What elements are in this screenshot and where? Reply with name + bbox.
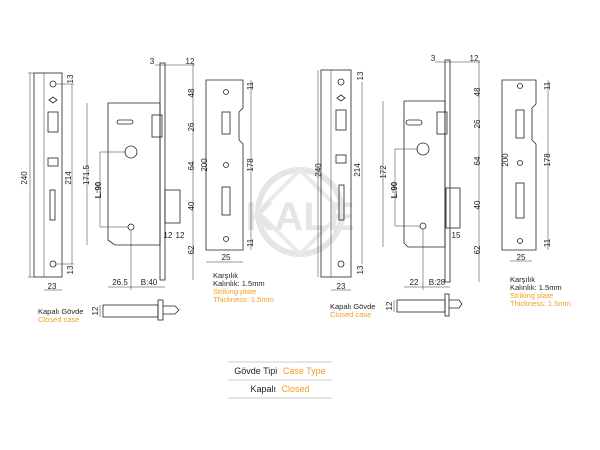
right-plate-thickness: 3 xyxy=(431,54,436,63)
right-strike-thickness-tr: Kalınlık: 1.5mm xyxy=(510,283,562,292)
case-type-value-en: Closed xyxy=(282,384,310,394)
left-back: 26.5 xyxy=(112,278,128,287)
case-type-label-tr: Gövde Tipi xyxy=(234,366,277,376)
left-plate-thickness: 3 xyxy=(150,57,155,66)
left-backset: B:40 xyxy=(141,278,158,287)
case-type-table: Gövde Tipi Case Type Kapalı Closed xyxy=(228,361,332,399)
right-strike-hole-span: 178 xyxy=(543,153,552,167)
right-dim-62: 62 xyxy=(473,245,482,254)
left-closed-thickness: 12 xyxy=(91,306,100,315)
left-faceplate xyxy=(28,72,74,291)
right-dim-40: 40 xyxy=(473,200,482,209)
left-dim-40: 40 xyxy=(187,201,196,210)
left-closed-case-view xyxy=(99,299,180,321)
left-lock-case xyxy=(86,62,195,290)
right-case-height: 172 xyxy=(379,165,388,179)
left-strike-thickness-tr: Kalınlık: 1.5mm xyxy=(213,279,265,288)
right-faceplate-length: 240 xyxy=(314,163,323,177)
right-closed-thickness: 12 xyxy=(385,301,394,310)
right-strike-length: 200 xyxy=(501,153,510,167)
left-closed-case-label-tr: Kapalı Gövde xyxy=(38,307,83,316)
right-closed-case-label-en: Closed case xyxy=(330,310,371,319)
left-dim-12b: 12 xyxy=(176,231,185,240)
svg-text:Gövde Tipi Case Type: Gövde Tipi Case Type xyxy=(234,366,325,376)
right-closed-case-label-tr: Kapalı Gövde xyxy=(330,302,375,311)
right-dim-64: 64 xyxy=(473,156,482,165)
left-dim-12a: 12 xyxy=(164,231,173,240)
right-faceplate-top: 13 xyxy=(356,71,365,80)
left-closed-case-label-en: Closed case xyxy=(38,315,79,324)
right-dim-48: 48 xyxy=(473,87,482,96)
left-lip: 12 xyxy=(186,57,195,66)
case-type-label-en: Case Type xyxy=(283,366,326,376)
right-lock-case xyxy=(382,59,480,290)
left-dim-64: 64 xyxy=(187,161,196,170)
left-faceplate-bottom: 13 xyxy=(66,265,75,274)
right-strike-label-en: Striking plate xyxy=(510,291,553,300)
left-dim-62: 62 xyxy=(187,245,196,254)
right-dim-26: 26 xyxy=(473,119,482,128)
right-back: 22 xyxy=(410,278,419,287)
left-strike-bottom: 11 xyxy=(246,238,255,247)
left-strike-hole-span: 178 xyxy=(246,158,255,172)
left-faceplate-hole-span: 214 xyxy=(64,171,73,185)
right-backset: B:28 xyxy=(429,278,446,287)
right-strike-width: 25 xyxy=(517,253,526,262)
left-strike-label-en: Striking plate xyxy=(213,287,256,296)
left-faceplate-length: 240 xyxy=(20,171,29,185)
left-dim-48: 48 xyxy=(187,88,196,97)
left-strike-width: 25 xyxy=(222,253,231,262)
left-case-height: 171.5 xyxy=(82,164,91,185)
right-faceplate xyxy=(317,69,363,291)
left-strike-thickness-en: Thickness: 1.5mm xyxy=(213,295,274,304)
right-strike-thickness-en: Thickness: 1.5mm xyxy=(510,299,571,308)
right-strike-label-tr: Karşılık xyxy=(510,275,535,284)
right-faceplate-width: 23 xyxy=(337,282,346,291)
right-center-distance: L:90 xyxy=(390,181,399,198)
right-dim-15: 15 xyxy=(452,231,461,240)
left-faceplate-width: 23 xyxy=(48,282,57,291)
svg-text:Kapalı Closed: Kapalı Closed xyxy=(250,384,309,394)
svg-text:KALE: KALE xyxy=(246,195,355,239)
left-faceplate-top: 13 xyxy=(66,74,75,83)
right-closed-case-view xyxy=(393,293,463,317)
left-strike-plate xyxy=(205,79,252,263)
right-strike-plate xyxy=(501,79,549,262)
left-strike-length: 200 xyxy=(200,158,209,172)
left-strike-top: 11 xyxy=(246,81,255,90)
left-strike-label-tr: Karşılık xyxy=(213,271,238,280)
case-type-value-tr: Kapalı xyxy=(250,384,276,394)
left-center-distance: L:90 xyxy=(94,181,103,198)
right-faceplate-bottom: 13 xyxy=(356,265,365,274)
right-strike-top: 11 xyxy=(543,81,552,90)
right-faceplate-hole-span: 214 xyxy=(353,163,362,177)
right-strike-bottom: 11 xyxy=(543,238,552,247)
kale-watermark-logo: KALE xyxy=(246,167,355,257)
right-lip: 12 xyxy=(470,54,479,63)
left-dim-26: 26 xyxy=(187,122,196,131)
